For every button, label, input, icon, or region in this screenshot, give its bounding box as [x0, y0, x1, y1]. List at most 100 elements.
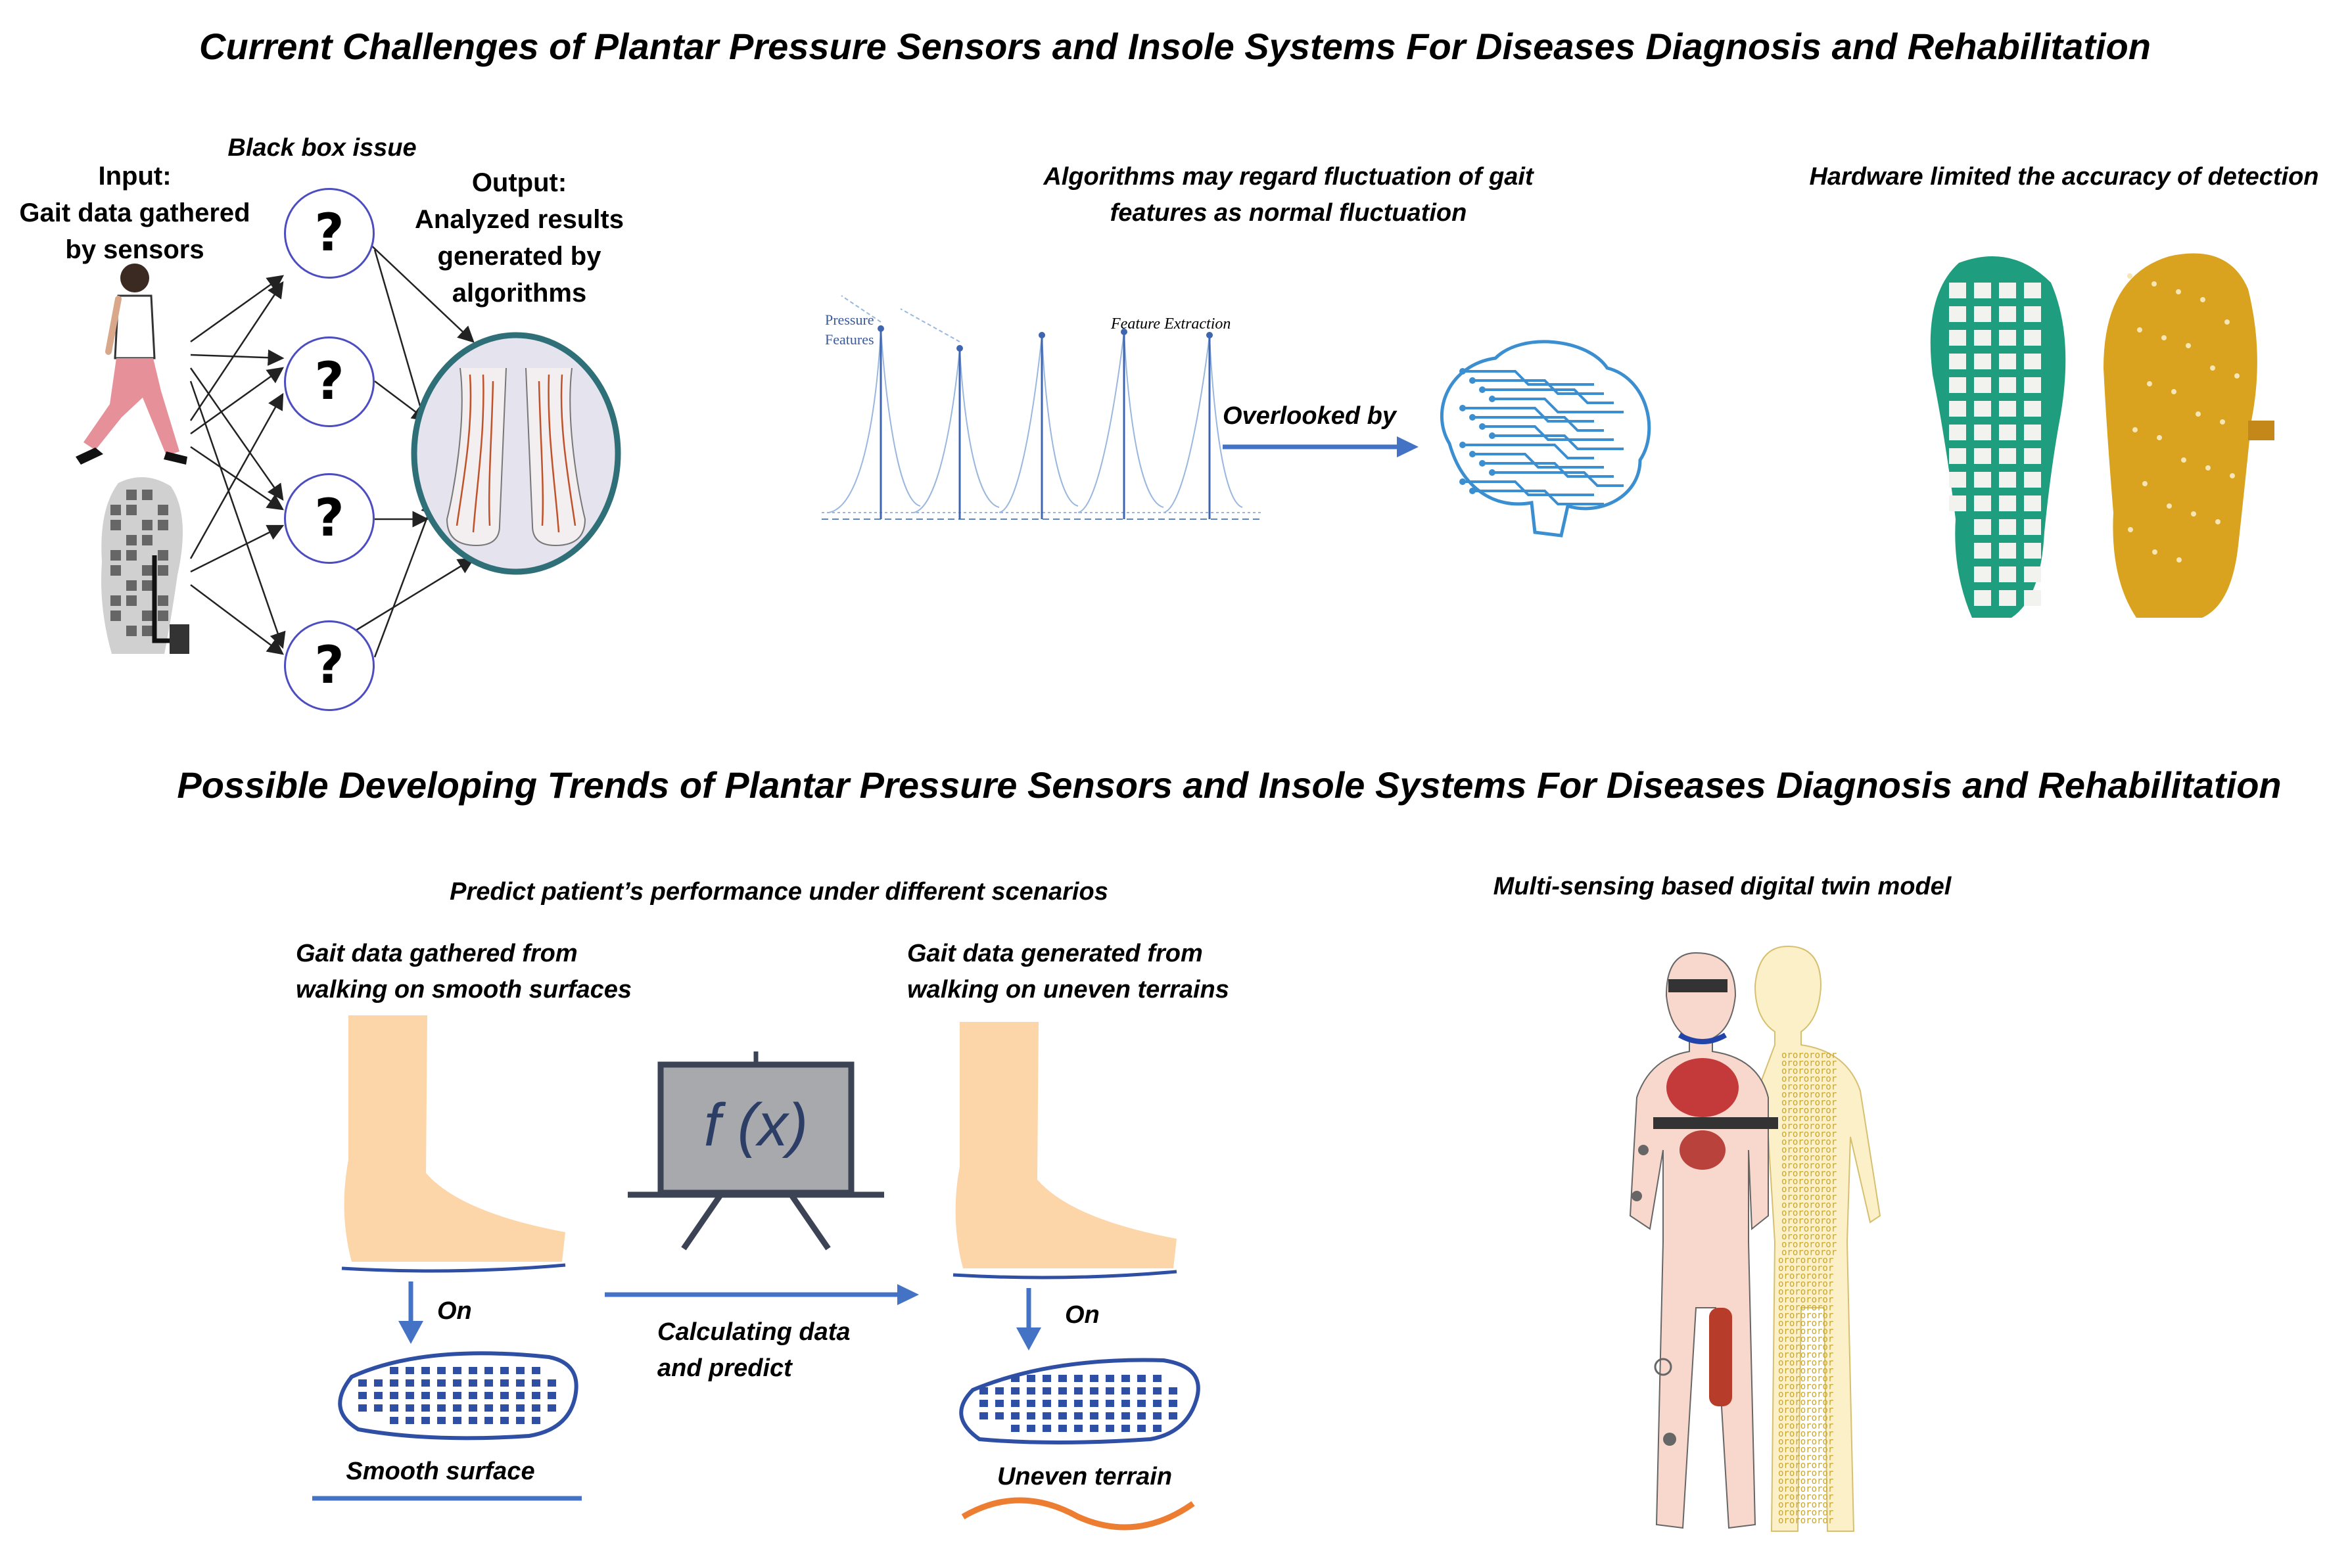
sensor-cell: [1974, 330, 1991, 346]
sensor-cell: [158, 520, 168, 530]
sensor-dot: [2224, 319, 2230, 325]
sensor-cell: [2024, 354, 2041, 369]
binary-row: ororororor: [1778, 1476, 1833, 1487]
circuit-trace: [1463, 444, 1594, 459]
sensor-cell: [469, 1417, 477, 1424]
sensor-cell: [158, 595, 168, 606]
output-label: Output: Analyzed results generated by al…: [408, 164, 631, 311]
sensor-cell: [1974, 566, 1991, 582]
green-sensor-insole-image: [1930, 256, 2066, 618]
sensor-cell: [1974, 425, 1991, 440]
sensor-cell: [358, 1404, 367, 1412]
sensor-dot: [2152, 549, 2157, 555]
sensor-cell: [1949, 354, 1966, 369]
circuit-node: [1459, 478, 1466, 485]
circuit-node: [1479, 386, 1486, 393]
sensor-cell: [142, 535, 153, 545]
sensor-cell: [1074, 1412, 1083, 1419]
sensor-cell: [1153, 1400, 1162, 1407]
binary-row: ororororor: [1778, 1437, 1833, 1447]
sensor-cell: [1169, 1412, 1177, 1419]
sensor-cell: [532, 1404, 540, 1412]
sensor-cell: [158, 611, 168, 621]
sensor-cell: [1974, 283, 1991, 298]
sensor-cell: [406, 1417, 414, 1424]
binary-row: ororororor: [1781, 1153, 1837, 1163]
sensor-cell: [126, 505, 137, 515]
sensor-cell: [1043, 1400, 1051, 1407]
sensor-dot: [2161, 335, 2167, 340]
sensor-cell: [110, 565, 121, 576]
binary-row: ororororor: [1778, 1500, 1833, 1510]
sensor-dot: [2230, 473, 2235, 478]
circuit-trace: [1472, 416, 1604, 432]
binary-row: ororororor: [1781, 1145, 1837, 1155]
sensor-cell: [1011, 1375, 1020, 1382]
sensor-cell: [421, 1392, 430, 1399]
sensor-cell: [1949, 472, 1966, 488]
algorithms-caption-line: Algorithms may regard fluctuation of gai…: [1043, 163, 1534, 191]
binary-row: ororororor: [1781, 1200, 1837, 1211]
sensor-cell: [158, 505, 168, 515]
sensor-cell: [110, 520, 121, 530]
sensor-cell: [500, 1404, 509, 1412]
circuit-brain-icon: [1440, 340, 1651, 538]
sensor-cell: [1153, 1375, 1162, 1382]
sensor-cell: [406, 1404, 414, 1412]
sensor-cell: [1121, 1425, 1130, 1432]
sensor-cell: [532, 1417, 540, 1424]
right-down-arrow: [1016, 1288, 1041, 1350]
binary-row: ororororor: [1781, 1090, 1837, 1100]
sensor-cell: [390, 1392, 398, 1399]
sensor-cell: [516, 1392, 525, 1399]
sensor-cell: [453, 1417, 461, 1424]
sensor-cell: [1949, 496, 1966, 511]
uneven-terrain-curve: [961, 1497, 1195, 1531]
binary-row: ororororor: [1781, 1074, 1837, 1084]
sensor-cell: [1153, 1425, 1162, 1432]
sensor-cell: [500, 1417, 509, 1424]
sensor-cell: [1153, 1412, 1162, 1419]
sensor-cell: [1058, 1387, 1067, 1395]
hardware-caption: Hardware limited the accuracy of detecti…: [1809, 163, 2319, 191]
sensor-cell: [1974, 472, 1991, 488]
sensor-cell: [126, 550, 137, 561]
sensor-cell: [1090, 1425, 1098, 1432]
sensor-cell: [1043, 1387, 1051, 1395]
on-label-left: On: [437, 1297, 472, 1325]
circuit-node: [1469, 377, 1476, 384]
sensor-cell: [1169, 1387, 1177, 1395]
digital-twin-caption: Multi-sensing based digital twin model: [1493, 873, 1952, 900]
sensor-cell: [1011, 1400, 1020, 1407]
sensor-cell: [390, 1367, 398, 1374]
sensor-cell: [1999, 566, 2016, 582]
sensor-dot: [2132, 427, 2138, 432]
smooth-gait-title: Gait data gathered from walking on smoot…: [296, 936, 690, 1008]
binary-row: ororororor: [1781, 1058, 1837, 1069]
circuit-trace: [1482, 425, 1614, 441]
binary-row: ororororor: [1781, 1050, 1837, 1061]
sensor-cell: [2024, 330, 2041, 346]
sensor-cell: [421, 1417, 430, 1424]
sensor-cell: [421, 1404, 430, 1412]
left-foot-image: [341, 1015, 566, 1273]
sensor-cell: [453, 1392, 461, 1399]
sensor-cell: [421, 1367, 430, 1374]
sensor-cell: [390, 1417, 398, 1424]
binary-row: ororororor: [1778, 1460, 1833, 1471]
sensor-cell: [2024, 543, 2041, 559]
hidden-node-2: ?: [284, 336, 375, 427]
sensor-cell: [374, 1379, 383, 1387]
sensor-cell: [1137, 1375, 1146, 1382]
calculating-label-line: Calculating data: [657, 1318, 851, 1346]
sensor-dot: [2171, 389, 2176, 394]
sensor-dot: [2215, 519, 2221, 524]
uneven-gait-title: Gait data generated from walking on unev…: [907, 936, 1302, 1008]
binary-row: ororororor: [1781, 1208, 1837, 1218]
binary-row: ororororor: [1778, 1295, 1833, 1305]
sensor-cell: [1027, 1412, 1035, 1419]
sensor-cell: [1121, 1387, 1130, 1395]
binary-row: ororororor: [1778, 1334, 1833, 1345]
sensor-dot: [2142, 481, 2148, 486]
sensor-cell: [110, 611, 121, 621]
